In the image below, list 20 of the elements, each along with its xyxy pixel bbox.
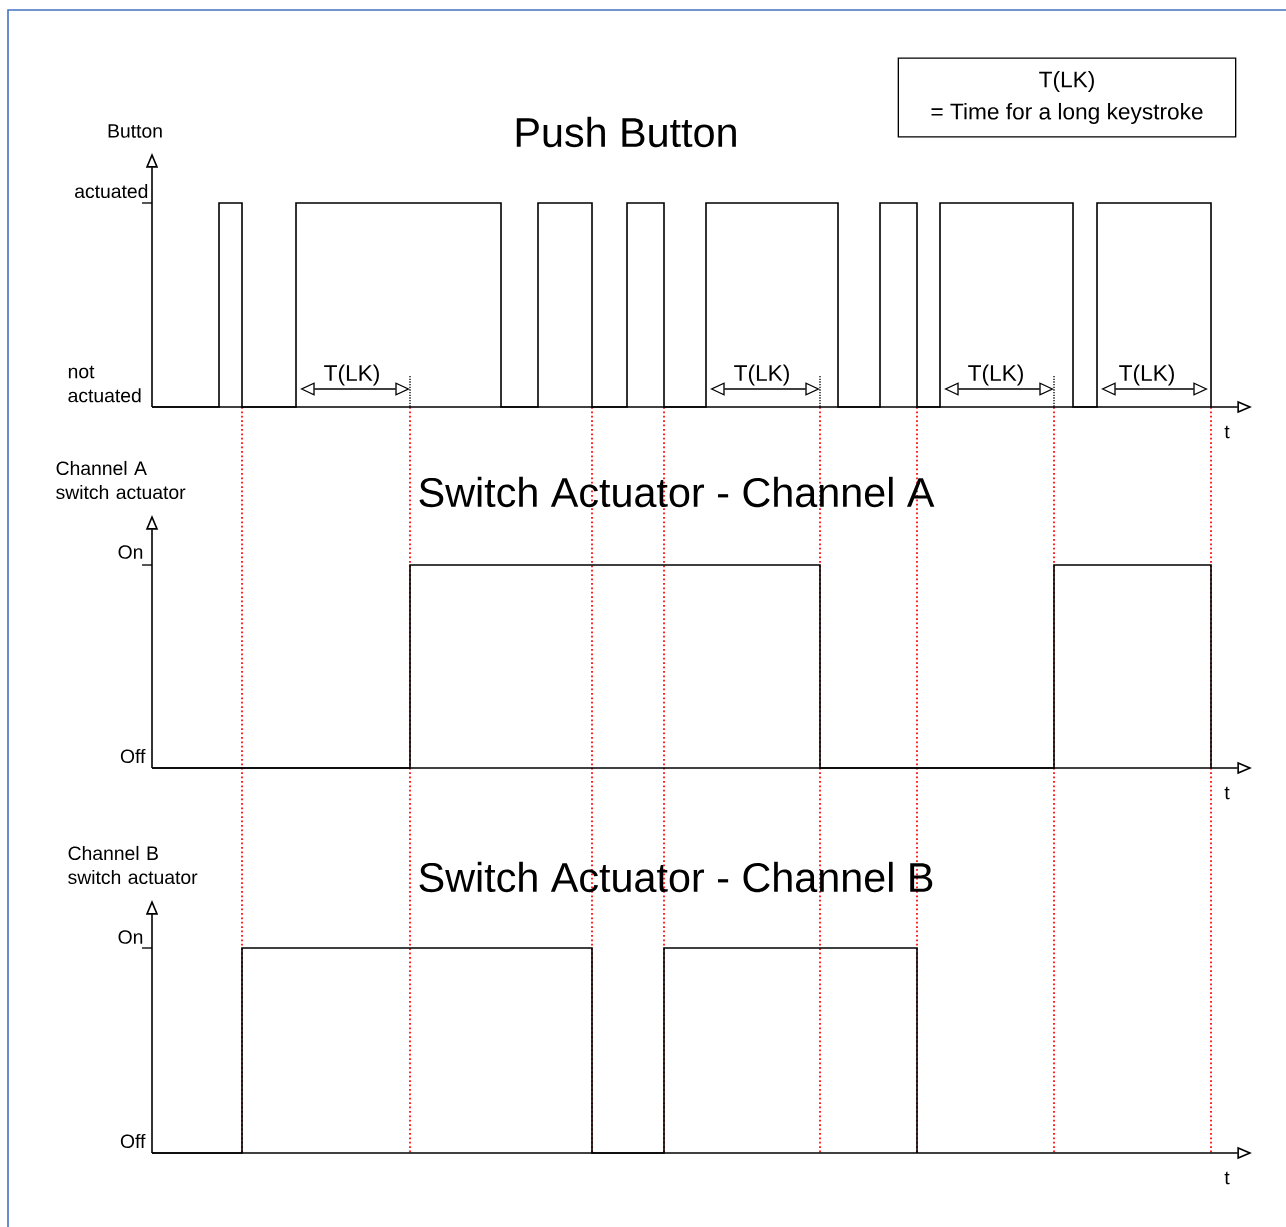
- panel-title: Switch Actuator - Channel B: [419, 861, 933, 893]
- level-label: Off: [120, 748, 146, 764]
- axis-label: Channel A switch actuator: [56, 460, 186, 500]
- axis-label: Channel B switch actuator: [68, 845, 198, 885]
- axis-label: t: [1224, 425, 1230, 439]
- level-label: not actuated: [68, 365, 141, 403]
- level-label: Off: [120, 1133, 146, 1149]
- dimension-label: T(LK): [324, 364, 379, 386]
- level-label: On: [118, 545, 143, 559]
- panel-title: Switch Actuator - Channel A: [419, 476, 935, 508]
- dimension-label: T(LK): [1119, 364, 1174, 386]
- legend-box: T(LK) = Time for a long keystroke: [897, 57, 1237, 138]
- level-label: On: [118, 930, 143, 944]
- level-label: actuated: [75, 183, 148, 199]
- dimension-label: T(LK): [734, 364, 789, 386]
- axis-label: Button: [108, 124, 162, 138]
- dimension-label: T(LK): [968, 364, 1023, 386]
- axis-label: t: [1224, 1171, 1230, 1185]
- axis-label: t: [1224, 786, 1230, 800]
- panel-title: Push Button: [516, 116, 736, 148]
